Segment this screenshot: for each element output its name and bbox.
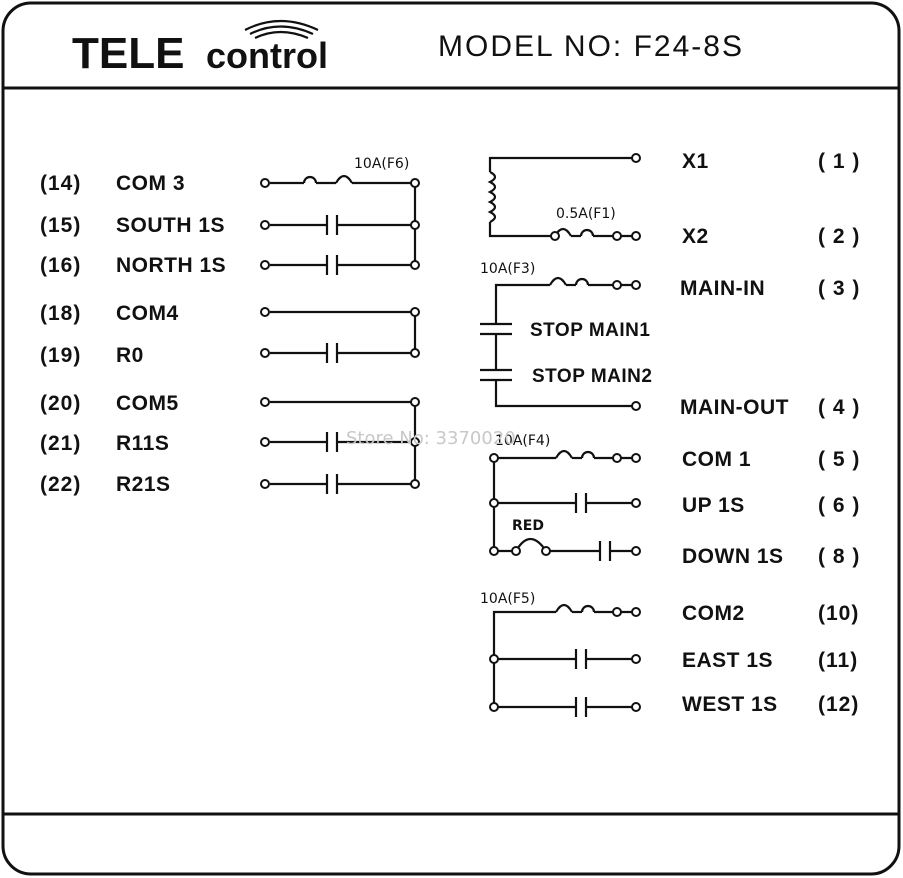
terminal-number: (11) — [818, 649, 858, 672]
terminal-label: X2 — [682, 225, 709, 248]
red-label: RED — [512, 518, 544, 534]
terminal-number: ( 5 ) — [818, 448, 860, 471]
left-wiring: 10A(F6) — [260, 156, 420, 494]
terminal-label: COM 1 — [682, 448, 751, 471]
terminal-number: (12) — [818, 693, 859, 716]
terminal-number: (22) — [40, 473, 81, 496]
terminal-number: (20) — [40, 392, 81, 415]
terminal-number: (15) — [40, 214, 81, 237]
fuse-label-f5: 10A(F5) — [480, 591, 535, 607]
terminal-label: MAIN-OUT — [680, 396, 789, 419]
terminal-number: (10) — [818, 602, 859, 625]
terminal-label: R0 — [116, 344, 144, 367]
terminal-label: EAST 1S — [682, 649, 773, 672]
terminal-label: COM 3 — [116, 172, 185, 195]
store-watermark: Store No: 3370020 — [346, 428, 516, 449]
right-terminal-labels: X1 ( 1 ) X2 ( 2 ) MAIN-IN ( 3 ) MAIN-OUT… — [680, 150, 860, 716]
fuse-label-f3: 10A(F3) — [480, 261, 535, 277]
terminal-label: SOUTH 1S — [116, 214, 225, 237]
terminal-number: ( 6 ) — [818, 494, 860, 517]
terminal-label: UP 1S — [682, 494, 745, 517]
terminal-number: (14) — [40, 172, 81, 195]
fuse-symbol — [335, 174, 353, 184]
terminal-number: ( 2 ) — [818, 225, 860, 248]
terminal-number: ( 1 ) — [818, 150, 860, 173]
terminal-label: X1 — [682, 150, 709, 173]
fuse-label-f1: 0.5A(F1) — [556, 206, 616, 222]
terminal-number: ( 3 ) — [818, 277, 860, 300]
terminal-label: R21S — [116, 473, 171, 496]
terminal-number: (19) — [40, 344, 81, 367]
terminal-label: COM4 — [116, 302, 179, 325]
logo-text-control: control — [206, 35, 328, 76]
model-number: MODEL NO: F24-8S — [438, 30, 744, 63]
terminal-label: COM2 — [682, 602, 745, 625]
terminal-label: COM5 — [116, 392, 179, 415]
terminal-number: ( 4 ) — [818, 396, 860, 419]
terminal-label: WEST 1S — [682, 693, 778, 716]
fuse-symbol — [302, 175, 318, 184]
terminal-number: (21) — [40, 432, 81, 455]
telecontrol-logo: TELE control — [72, 20, 328, 78]
terminal-number: ( 8 ) — [818, 545, 860, 568]
coil-symbol — [487, 171, 497, 223]
fuse-label-f6: 10A(F6) — [354, 156, 409, 172]
left-terminal-labels: (14) COM 3 (15) SOUTH 1S (16) NORTH 1S (… — [40, 172, 226, 496]
fuse-label-f4: 10A(F4) — [495, 433, 550, 449]
fuse-symbol — [549, 276, 567, 286]
terminal-number: (16) — [40, 254, 81, 277]
terminal-label: R11S — [116, 432, 169, 455]
stop-main1-label: STOP MAIN1 — [530, 320, 650, 341]
logo-text-tele: TELE — [72, 29, 184, 78]
right-wiring: 0.5A(F1) 10A(F3) STOP MAIN1 STOP MAIN2 1… — [480, 153, 652, 717]
stop-main2-label: STOP MAIN2 — [532, 366, 652, 387]
fuse-symbol — [555, 603, 573, 613]
terminal-label: NORTH 1S — [116, 254, 226, 277]
terminal-label: MAIN-IN — [680, 277, 765, 300]
terminal-number: (18) — [40, 302, 81, 325]
terminal-label: DOWN 1S — [682, 545, 784, 568]
fuse-symbol — [555, 449, 573, 459]
